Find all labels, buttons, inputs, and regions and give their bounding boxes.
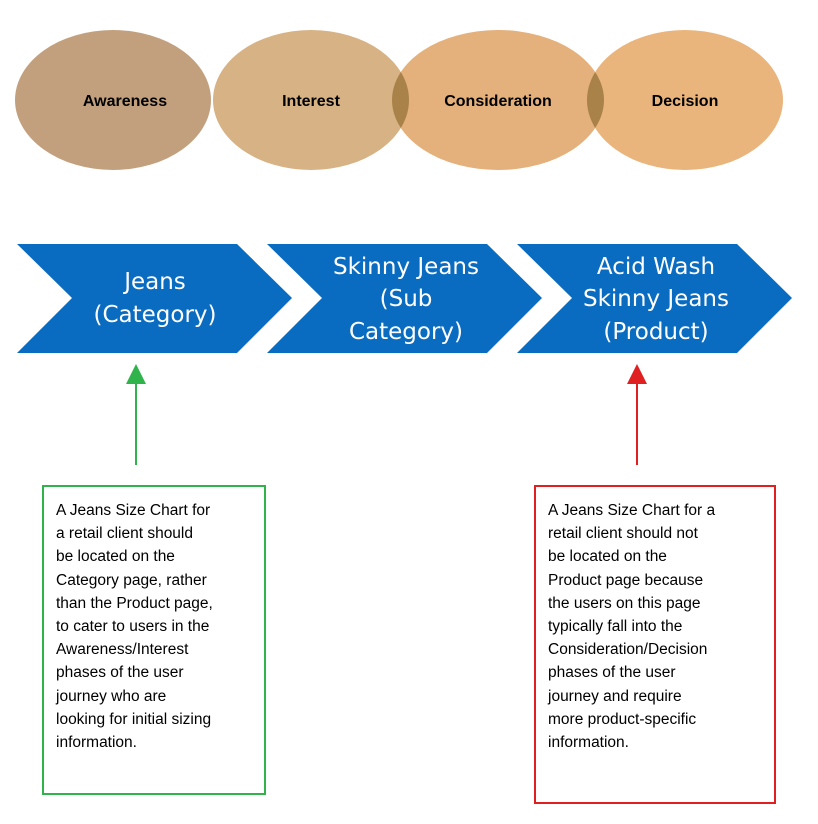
- chevron-sub-category: [267, 244, 542, 353]
- note-right-line: more product-specific: [548, 710, 697, 728]
- chevron-label-sub-category-line-1: Skinny Jeans: [333, 254, 479, 280]
- note-left-line: information.: [56, 734, 137, 752]
- note-right-line: phases of the user: [548, 664, 676, 682]
- note-right-line: the users on this page: [548, 594, 701, 612]
- chevron-label-category-line-2: (Category): [93, 302, 216, 328]
- stage-label-interest: Interest: [282, 93, 340, 110]
- chevron-category: [17, 244, 292, 353]
- note-left-line: phases of the user: [56, 664, 184, 682]
- note-left-line: Category page, rather: [56, 571, 207, 589]
- note-right-line: typically fall into the: [548, 618, 683, 636]
- note-left-line: looking for initial sizing: [56, 710, 212, 728]
- note-left-line: be located on the: [56, 548, 175, 566]
- chevron-label-product-line-3: (Product): [603, 319, 708, 345]
- note-box-red: A Jeans Size Chart for a retail client s…: [534, 485, 776, 804]
- chevron-label-product-line-1: Acid Wash: [597, 254, 715, 280]
- note-left-line: than the Product page,: [56, 594, 213, 612]
- note-right-line: be located on the: [548, 548, 667, 566]
- note-left-line: A Jeans Size Chart for: [56, 502, 211, 519]
- note-box-green: A Jeans Size Chart for a retail client s…: [42, 485, 266, 795]
- note-left-line: a retail client should: [56, 525, 193, 543]
- chevron-label-sub-category-line-3: Category): [349, 319, 463, 345]
- stage-ellipse-awareness: [15, 30, 211, 170]
- chevron-label-category-line-1: Jeans: [122, 269, 186, 295]
- chevron-label-sub-category-line-2: (Sub: [380, 286, 433, 312]
- note-right-line: Product page because: [548, 571, 704, 589]
- stage-ellipse-consideration: [392, 30, 604, 170]
- note-left-line: to cater to users in the: [56, 618, 210, 636]
- stage-label-consideration: Consideration: [444, 93, 552, 110]
- stage-ellipse-interest: [213, 30, 409, 170]
- note-right-line: journey and require: [548, 687, 682, 705]
- note-right-line: information.: [548, 734, 629, 752]
- note-right-line: retail client should not: [548, 525, 698, 543]
- note-right-line: Consideration/Decision: [548, 641, 708, 659]
- chevron-label-product-line-2: Skinny Jeans: [583, 286, 729, 312]
- stage-label-awareness: Awareness: [83, 93, 167, 110]
- note-left-line: Awareness/Interest: [56, 641, 189, 659]
- stage-label-decision: Decision: [652, 93, 719, 110]
- chevron-product: [517, 244, 792, 353]
- note-right-line: A Jeans Size Chart for a: [548, 502, 716, 519]
- stage-ellipse-decision: [587, 30, 783, 170]
- note-left-line: journey who are: [56, 687, 167, 705]
